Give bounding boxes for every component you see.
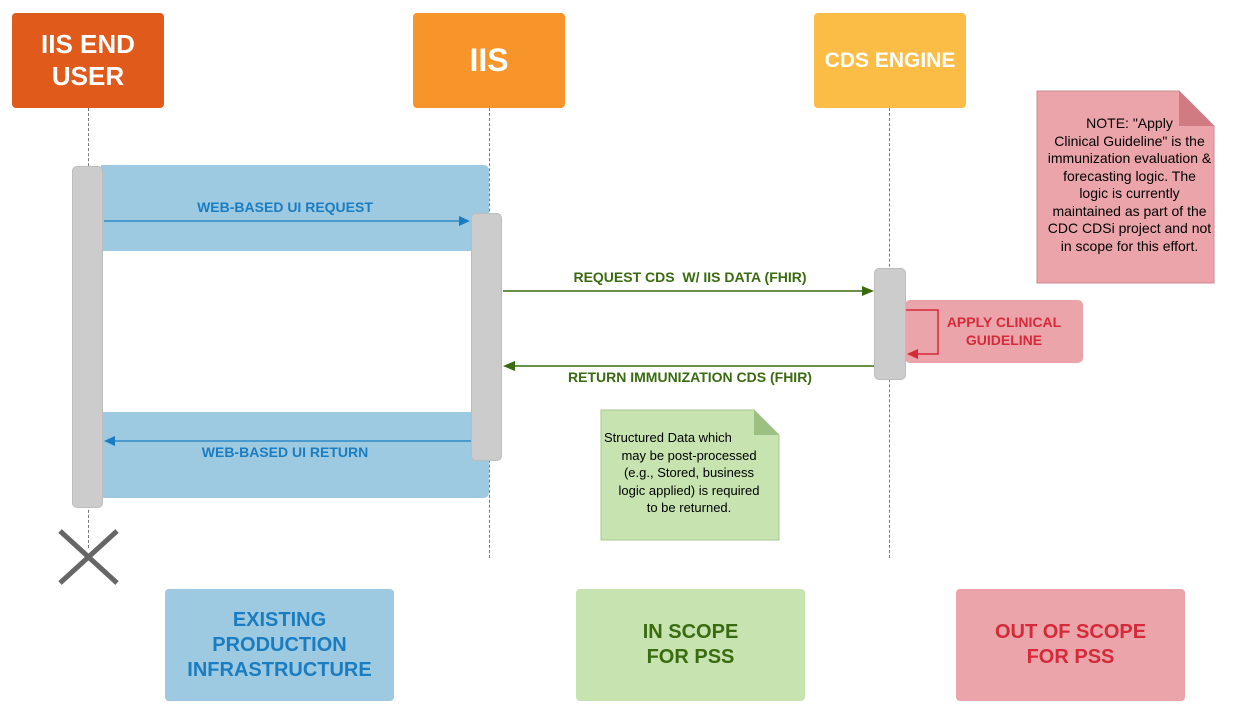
legend-existing-production: EXISTING PRODUCTION INFRASTRUCTURE — [165, 589, 394, 701]
note-out-of-scope-line: logic is currently — [1079, 185, 1180, 201]
arrowhead-ui-request — [459, 216, 470, 226]
note-out-of-scope-text: NOTE: "Apply Clinical Guideline" is the … — [1037, 115, 1222, 255]
message-return-cds: RETURN IMMUNIZATION CDS (FHIR) — [568, 369, 812, 385]
note-out-of-scope-line: immunization evaluation & — [1047, 150, 1212, 166]
note-structured-line: logic applied) is required — [618, 482, 760, 498]
legend-in-scope-line1: IN SCOPE — [642, 621, 739, 643]
note-structured-fold — [754, 410, 779, 435]
arrowhead-return-cds — [503, 361, 515, 371]
actor-iis-end-user: IIS END USER — [12, 13, 164, 108]
legend-in-scope: IN SCOPE FOR PSS — [576, 589, 805, 701]
legend-in-scope-line2: FOR PSS — [646, 646, 735, 668]
activation-cds-engine — [874, 268, 906, 380]
note-structured-data-text: Structured Data which may be post-proces… — [604, 429, 774, 517]
message-ui-request: WEB-BASED UI REQUEST — [197, 199, 373, 215]
note-out-of-scope-line: Clinical Guideline" is the — [1054, 132, 1205, 149]
note-out-of-scope-line: NOTE: "Apply — [1086, 115, 1173, 131]
legend-out-of-scope: OUT OF SCOPE FOR PSS — [956, 589, 1185, 701]
actor-iis: IIS — [413, 13, 565, 108]
note-out-of-scope-line: maintained as part of the — [1052, 202, 1207, 219]
note-structured-line: may be post-processed — [621, 447, 757, 463]
actor-iis-end-user-line1: IIS END — [41, 29, 135, 60]
message-apply-clinical-guideline: APPLY CLINICAL GUIDELINE — [940, 313, 1068, 349]
legend-out-of-scope-line1: OUT OF SCOPE — [994, 621, 1147, 643]
destroy-x-stroke-2 — [58, 529, 119, 585]
note-out-of-scope-line: in scope for this effort. — [1060, 237, 1199, 254]
legend-existing-line1: EXISTING — [232, 608, 327, 631]
message-request-cds: REQUEST CDS W/ IIS DATA (FHIR) — [573, 269, 807, 285]
note-out-of-scope-shape — [1036, 90, 1215, 284]
note-structured-line: (e.g., Stored, business — [623, 465, 755, 480]
actor-cds-engine: CDS ENGINE — [814, 13, 966, 108]
activation-end-user — [72, 166, 103, 508]
note-out-of-scope-fold — [1179, 91, 1214, 126]
note-structured-shape — [600, 409, 780, 541]
note-out-of-scope-line: forecasting logic. The — [1063, 167, 1196, 184]
message-ui-return: WEB-BASED UI RETURN — [201, 444, 369, 460]
arrowhead-request-cds — [862, 286, 874, 296]
existing-zone-request — [101, 165, 489, 251]
activation-iis — [471, 213, 502, 461]
legend-out-of-scope-line2: FOR PSS — [1026, 646, 1115, 668]
actor-cds-engine-label: CDS ENGINE — [824, 48, 956, 72]
actor-iis-label: IIS — [469, 42, 509, 79]
note-out-of-scope-line: CDC CDSi project and not — [1047, 220, 1212, 236]
existing-zone-return — [101, 412, 489, 498]
legend-existing-line3: INFRASTRUCTURE — [187, 658, 372, 681]
actor-iis-end-user-line2: USER — [51, 60, 125, 91]
arrow-apply-self — [906, 309, 939, 355]
message-apply-line1: APPLY CLINICAL — [946, 314, 1062, 330]
arrowhead-apply-self — [907, 349, 918, 359]
note-structured-line: to be returned. — [646, 500, 732, 515]
message-apply-line2: GUIDELINE — [965, 332, 1043, 348]
note-structured-line: Structured Data which — [604, 430, 732, 445]
legend-existing-line2: PRODUCTION — [212, 633, 347, 656]
arrowhead-ui-return — [104, 436, 115, 446]
